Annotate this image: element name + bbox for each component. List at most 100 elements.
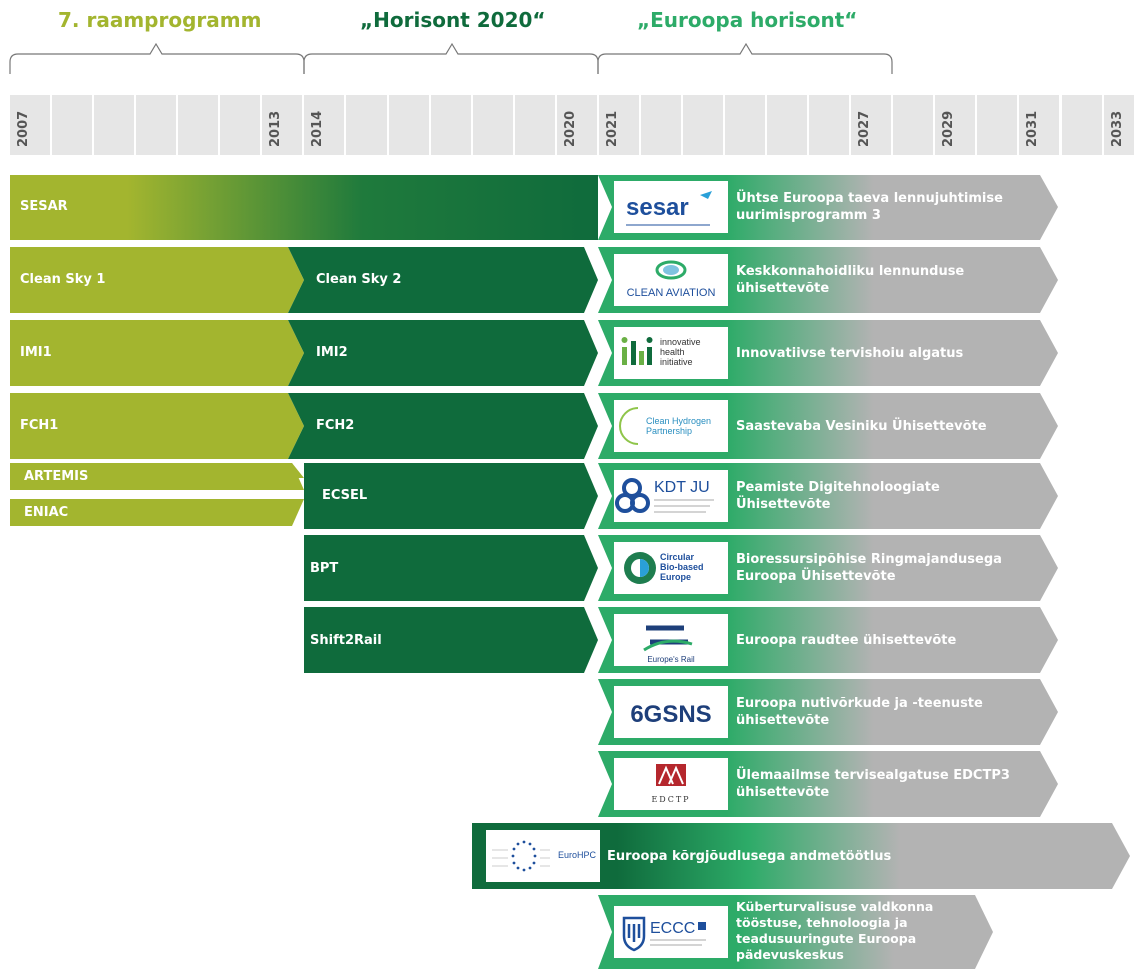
- year-cell: [388, 95, 431, 155]
- programme-title-h2020: „Horisont 2020“: [360, 8, 546, 32]
- s2r-new-label: Euroopa raudtee ühisettevõte: [736, 633, 957, 648]
- year-cell: [682, 95, 725, 155]
- eniac-label: ENIAC: [24, 505, 69, 520]
- brace-h2020: [303, 42, 599, 74]
- ihi-logo: innovative health initiative: [614, 327, 728, 379]
- er-rail-icon: [643, 625, 693, 652]
- globe-icon: [655, 260, 687, 280]
- year-cell: [1019, 95, 1062, 155]
- ihi-logo-line1: innovative: [660, 337, 701, 347]
- cleansky-fp7-bar: [10, 247, 304, 313]
- hpc-arrow: [472, 823, 1130, 889]
- eccc-new-label: Küberturvalisuse valdkonna tööstuse, teh…: [736, 899, 934, 962]
- year-cell: [136, 95, 179, 155]
- kdt-ju-logo: KDT JU: [614, 470, 728, 522]
- edctp-new-label: Ülemaailmse tervisealgatuse EDCTP3 ühise…: [736, 768, 1010, 800]
- programme-title-horizon-europe: „Euroopa horisont“: [637, 8, 858, 32]
- year-cell: [893, 95, 936, 155]
- sns-logo: 6GSNS: [614, 686, 728, 738]
- hydrogen-logo-line1: Clean Hydrogen: [646, 416, 711, 426]
- eurohpc-logo-text: EuroHPC: [558, 850, 597, 860]
- year-cell: [94, 95, 137, 155]
- programme-title-fp7: 7. raamprogramm: [58, 8, 262, 32]
- eniac-bar-tip: [292, 499, 304, 526]
- year-cell: [514, 95, 557, 155]
- s2r-h2020-bar: [304, 607, 598, 673]
- year-cell: [767, 95, 810, 155]
- fch-new-label: Saastevaba Vesiniku Ühisettevõte: [736, 419, 987, 434]
- year-cell: [52, 95, 95, 155]
- kdt-logo-text: KDT JU: [654, 479, 710, 496]
- year-cell: [304, 95, 347, 155]
- clean-hydrogen-logo: Clean Hydrogen Partnership: [614, 400, 728, 452]
- year-cell: [1103, 95, 1134, 155]
- sesar-new-label: Ühtse Euroopa taeva lennujuhtimise uurim…: [736, 191, 1003, 223]
- cbe-logo: Circular Bio-based Europe: [614, 542, 728, 594]
- edctp-logo: EDCTP: [614, 758, 728, 810]
- ecsel-h2020-label: ECSEL: [322, 488, 368, 503]
- eniac-bar: [10, 499, 292, 526]
- brace-horizon-europe: [597, 42, 893, 74]
- hydrogen-logo-line2: Partnership: [646, 426, 692, 436]
- sesar-old-bar: [10, 175, 598, 240]
- kdt-circles-icon: [615, 478, 650, 513]
- imi-fp7-bar: [10, 320, 304, 386]
- year-cell: [430, 95, 473, 155]
- hpc-new-label: Euroopa kõrgjõudlusega andmetöötlus: [607, 849, 892, 864]
- ihi-logo-line2: health: [660, 347, 685, 357]
- edctp-logo-text: EDCTP: [651, 795, 690, 804]
- europes-rail-logo-text: Europe's Rail: [647, 655, 695, 664]
- eccc-logo: ECCC: [614, 906, 728, 958]
- cbe-logo-line1: Circular: [660, 552, 695, 562]
- sesar-logo: sesar: [614, 181, 728, 233]
- year-cell: [220, 95, 263, 155]
- fch-fp7-bar: [10, 393, 304, 459]
- year-cell: [935, 95, 978, 155]
- clean-aviation-logo: CLEAN AVIATION: [614, 254, 728, 306]
- year-cell: [472, 95, 515, 155]
- artemis-label: ARTEMIS: [24, 469, 89, 484]
- eccc-shield-icon: [622, 916, 646, 952]
- cbe-logo-line2: Bio-based: [660, 562, 704, 572]
- ecsel-new-label: Peamiste Digitehnoloogiate Ühisettevõte: [736, 480, 940, 512]
- sesar-logo-text: sesar: [626, 194, 689, 221]
- imi-fp7-label: IMI1: [20, 345, 52, 360]
- imi-h2020-label: IMI2: [316, 345, 348, 360]
- ihi-logo-line3: initiative: [660, 357, 693, 367]
- year-cell: [10, 95, 53, 155]
- fch-h2020-label: FCH2: [316, 418, 355, 433]
- bpt-new-label: Bioressursipõhise Ringmajandusega Euroop…: [736, 552, 1002, 584]
- imi-new-label: Innovatiivse tervishoiu algatus: [736, 346, 964, 361]
- s2r-h2020-label: Shift2Rail: [310, 633, 382, 648]
- bpt-h2020-label: BPT: [310, 561, 339, 576]
- fch-fp7-label: FCH1: [20, 418, 59, 433]
- europes-rail-logo: Europe's Rail: [614, 614, 728, 666]
- imi-h2020-bar: [288, 320, 598, 386]
- sns-new-label: Euroopa nutivõrkude ja -teenuste ühisett…: [736, 696, 983, 728]
- brace-fp7: [9, 42, 305, 74]
- hydrogen-arc-icon: [619, 407, 639, 445]
- year-cell: [977, 95, 1020, 155]
- year-cell: [640, 95, 683, 155]
- eu-stars-icon: [511, 840, 537, 872]
- bpt-h2020-bar: [304, 535, 598, 601]
- year-cell: [809, 95, 852, 155]
- artemis-bar-tip: [292, 463, 304, 490]
- year-cell: [1061, 95, 1104, 155]
- year-cell: [851, 95, 894, 155]
- year-cell: [262, 95, 305, 155]
- artemis-bar-body: [10, 463, 292, 490]
- year-cell: [725, 95, 768, 155]
- braces: [9, 42, 893, 74]
- cleansky-h2020-bar: [288, 247, 598, 313]
- fch-h2020-bar: [288, 393, 598, 459]
- eccc-logo-text: ECCC: [650, 920, 695, 937]
- year-cell: [178, 95, 221, 155]
- ecsel-h2020-bar: [304, 463, 598, 529]
- sns-logo-text: 6GSNS: [630, 701, 711, 728]
- cleansky-fp7-label: Clean Sky 1: [20, 272, 106, 287]
- year-cell: [346, 95, 389, 155]
- sesar-logo-graphic: sesar: [626, 191, 712, 226]
- eurohpc-logo: EuroHPC: [486, 830, 600, 882]
